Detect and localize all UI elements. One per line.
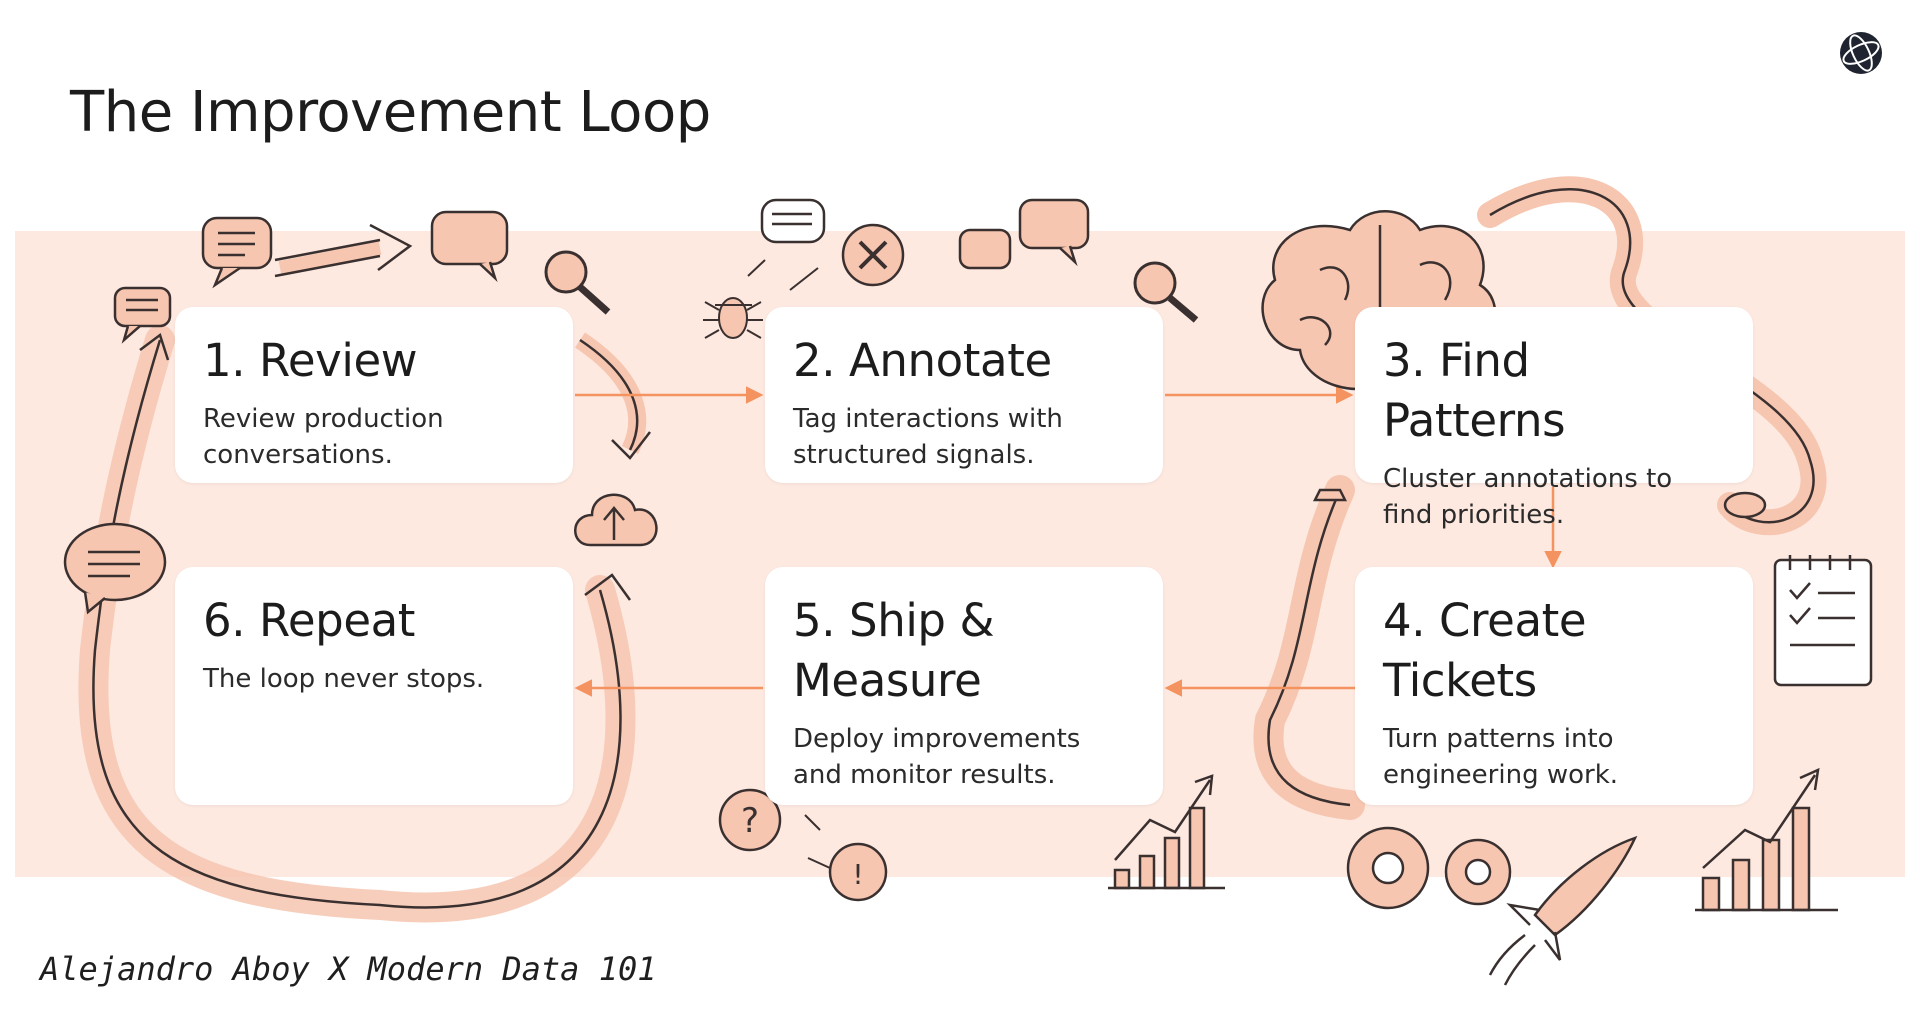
step-title: 1. Review xyxy=(203,334,418,387)
chat-bubble-icon xyxy=(958,198,1090,270)
step-title: 3. Find Patterns xyxy=(1383,334,1566,447)
step-title: 6. Repeat xyxy=(203,594,416,647)
step-description: The loop never stops. xyxy=(203,664,485,694)
step-description: Deploy improvements and monitor results. xyxy=(793,724,1081,790)
step-description: Review production conversations. xyxy=(203,404,444,470)
chat-bubble-icon xyxy=(113,286,172,344)
gear-icon xyxy=(1346,826,1512,910)
step-title: 4. Create Tickets xyxy=(1383,594,1587,707)
x-bubble-icon xyxy=(841,223,905,287)
page-title: The Improvement Loop xyxy=(70,80,711,145)
chat-bubble-icon xyxy=(201,216,273,289)
step-card-find-patterns: 3. Find Patterns Cluster annotations to … xyxy=(1355,307,1753,530)
bug-icon xyxy=(703,297,763,339)
exclamation-bubble-icon: ! xyxy=(828,842,888,902)
step-card-review: 1. Review Review production conversation… xyxy=(175,307,573,483)
bar-chart-icon xyxy=(1695,767,1838,912)
cloud-upload-icon xyxy=(574,493,658,547)
step-card-ship-measure: 5. Ship & Measure Deploy improvements an… xyxy=(765,567,1163,805)
chat-bubble-icon xyxy=(63,522,167,615)
step-card-create-tickets: 4. Create Tickets Turn patterns into eng… xyxy=(1355,567,1753,805)
step-title: 5. Ship & Measure xyxy=(793,594,995,707)
step-description: Turn patterns into engineering work. xyxy=(1383,724,1619,790)
step-card-repeat: 6. Repeat The loop never stops. xyxy=(175,567,573,805)
magnifier-icon xyxy=(1133,261,1199,323)
globe-logo-icon xyxy=(1840,32,1882,74)
arrow-right-sketch xyxy=(274,223,413,278)
step-card-annotate: 2. Annotate Tag interactions with struct… xyxy=(765,307,1163,483)
chat-bubble-icon xyxy=(430,210,509,283)
clipboard-checklist-icon xyxy=(1773,555,1873,687)
tickets-loop-arrow xyxy=(1253,475,1365,820)
tool-icon xyxy=(1312,488,1767,519)
step-description: Tag interactions with structured signals… xyxy=(793,404,1063,470)
question-bubble-icon: ? xyxy=(718,788,782,852)
magnifier-icon xyxy=(544,250,611,315)
bar-chart-icon xyxy=(1108,774,1225,890)
author-credit: Alejandro Aboy X Modern Data 101 xyxy=(40,950,657,988)
step-title: 2. Annotate xyxy=(793,334,1052,387)
svg-text:?: ? xyxy=(741,801,759,841)
chat-bubble-icon xyxy=(760,198,826,244)
step-description: Cluster annotations to find priorities. xyxy=(1383,464,1673,530)
rocket-icon xyxy=(1488,835,1638,986)
svg-text:!: ! xyxy=(852,858,863,891)
